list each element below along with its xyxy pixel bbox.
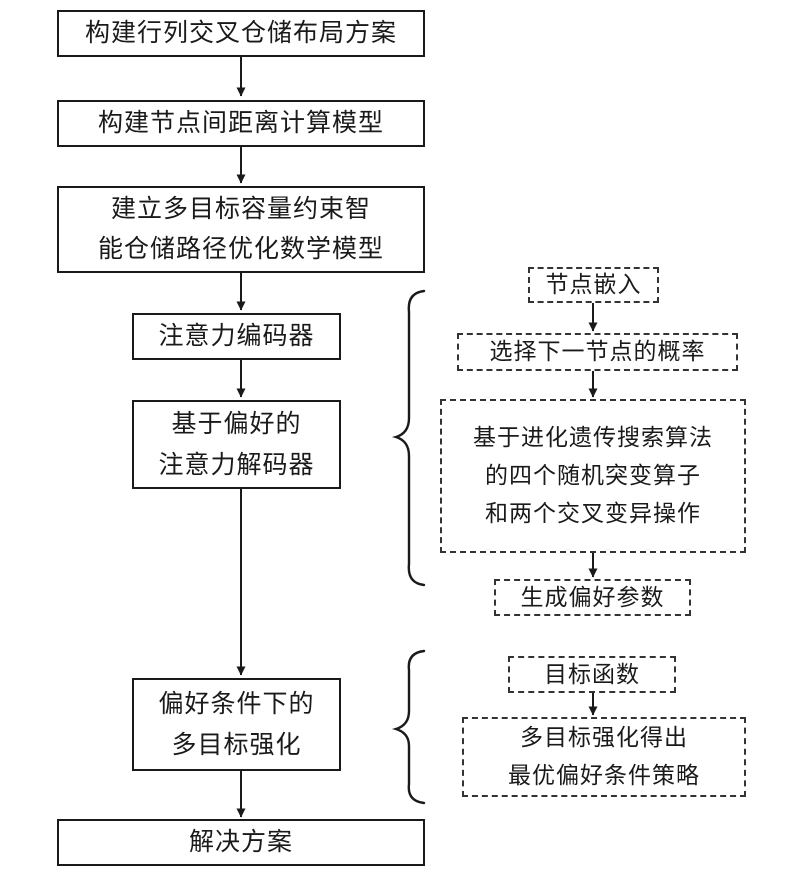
detail-label: 和两个交叉变异操作: [485, 501, 701, 526]
detail-objective-function: 目标函数: [508, 656, 676, 693]
flow-step-label: 建立多目标容量约束智: [110, 195, 371, 223]
flow-step-preference-attention-decoder: 基于偏好的 注意力解码器: [132, 400, 341, 489]
flow-step-label: 注意力解码器: [158, 451, 315, 479]
flow-step-multiobjective-capacity-model: 建立多目标容量约束智 能仓储路径优化数学模型: [57, 186, 425, 273]
flow-step-label: 偏好条件下的: [158, 690, 315, 718]
flow-step-label: 基于偏好的: [171, 410, 302, 438]
detail-label: 最优偏好条件策略: [508, 763, 700, 788]
flow-step-preference-multiobjective-rl: 偏好条件下的 多目标强化: [132, 678, 341, 771]
flow-step-solution: 解决方案: [57, 819, 425, 866]
curly-brace-icon: [391, 289, 426, 587]
detail-label: 生成偏好参数: [520, 584, 665, 610]
detail-label: 选择下一节点的概率: [489, 339, 706, 364]
detail-label: 目标函数: [544, 661, 640, 687]
detail-label: 节点嵌入: [545, 272, 642, 297]
flow-step-node-distance-model: 构建节点间距离计算模型: [57, 100, 425, 147]
flow-step-label: 构建节点间距离计算模型: [97, 109, 384, 137]
flow-step-label: 构建行列交叉仓储布局方案: [84, 19, 397, 47]
flow-step-attention-encoder: 注意力编码器: [132, 313, 341, 360]
flow-step-label: 解决方案: [188, 828, 293, 856]
detail-label: 多目标强化得出: [520, 725, 688, 750]
flow-step-label: 能仓储路径优化数学模型: [97, 235, 384, 263]
flow-step-build-warehouse-layout: 构建行列交叉仓储布局方案: [57, 10, 425, 57]
detail-label: 基于进化遗传搜索算法: [473, 425, 713, 450]
flow-step-label: 注意力编码器: [158, 323, 315, 350]
detail-genetic-search-operators: 基于进化遗传搜索算法 的四个随机突变算子 和两个交叉变异操作: [440, 399, 746, 553]
detail-next-node-probability: 选择下一节点的概率: [457, 333, 738, 371]
detail-node-embedding: 节点嵌入: [528, 267, 659, 303]
curly-brace-icon: [391, 649, 426, 805]
detail-optimal-preference-policy: 多目标强化得出 最优偏好条件策略: [462, 717, 746, 797]
detail-label: 的四个随机突变算子: [485, 463, 701, 488]
detail-generate-preference-params: 生成偏好参数: [494, 579, 691, 616]
flow-step-label: 多目标强化: [171, 731, 302, 759]
